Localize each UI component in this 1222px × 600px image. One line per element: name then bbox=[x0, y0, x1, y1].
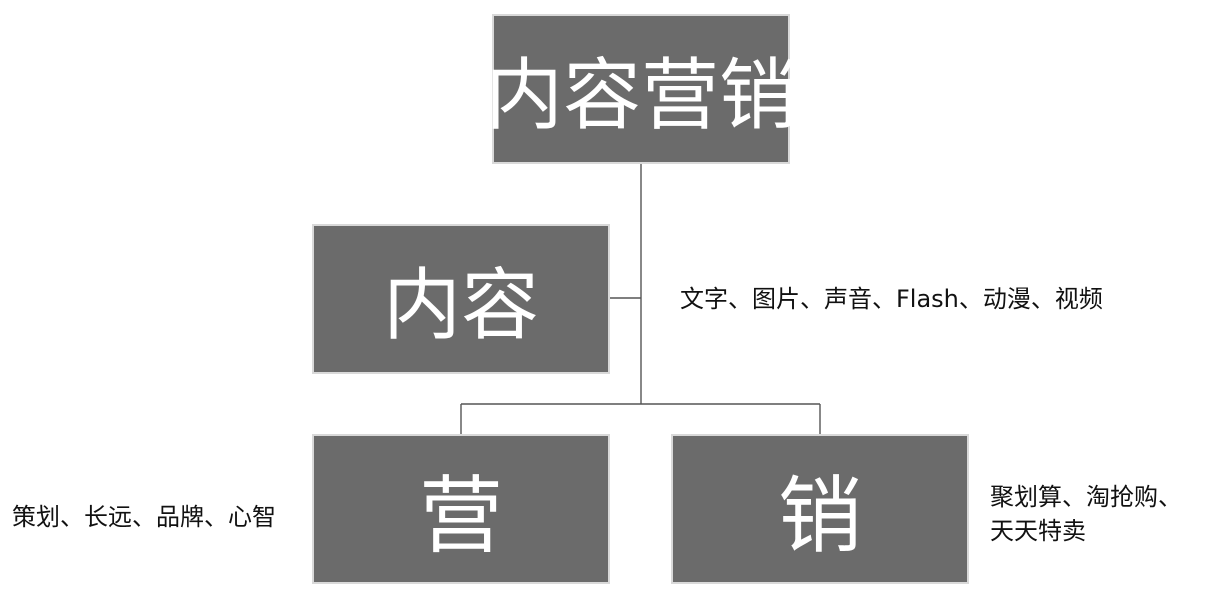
node-xiao: 销 bbox=[671, 434, 969, 584]
root-node-label: 内容营销 bbox=[485, 51, 798, 141]
note-ying-keywords: 策划、长远、品牌、心智 bbox=[12, 503, 276, 531]
node-xiao-label: 销 bbox=[777, 466, 862, 565]
note-content-types: 文字、图片、声音、Flash、动漫、视频 bbox=[680, 285, 1103, 313]
node-content: 内容 bbox=[312, 224, 610, 374]
node-ying-label: 营 bbox=[418, 466, 503, 565]
note-xiao-channels: 聚划算、淘抢购、 天天特卖 bbox=[990, 483, 1182, 545]
node-content-label: 内容 bbox=[382, 261, 539, 351]
node-ying: 营 bbox=[312, 434, 610, 584]
root-node-content-marketing: 内容营销 bbox=[485, 14, 797, 164]
